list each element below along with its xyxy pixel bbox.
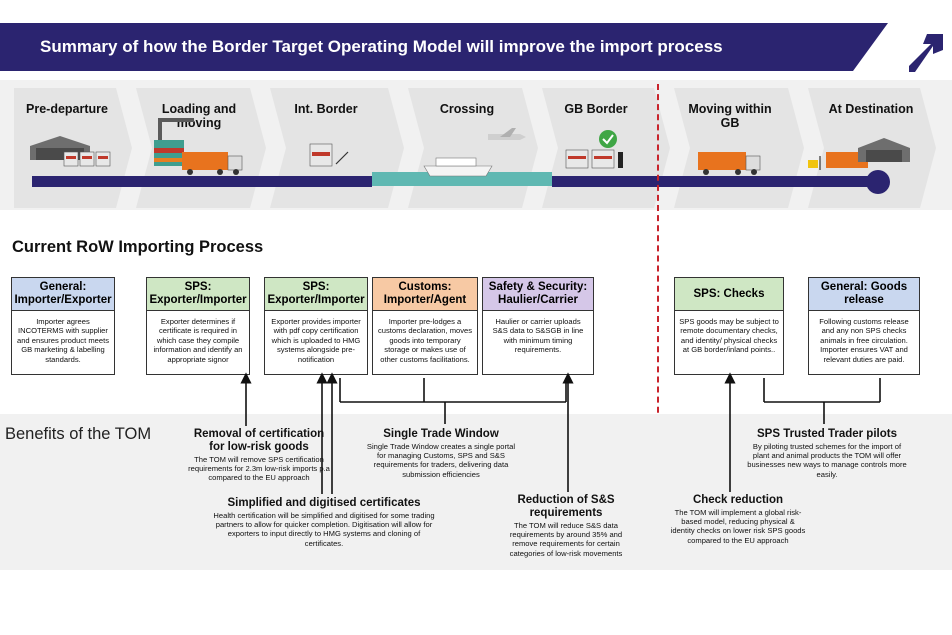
process-box-header: SPS: Exporter/Importer xyxy=(147,278,249,311)
process-box-header: Safety & Security: Haulier/Carrier xyxy=(483,278,593,311)
process-box-text: Exporter provides importer with pdf copy… xyxy=(271,317,361,364)
process-box-goods-release: General: Goods release Following customs… xyxy=(808,277,920,375)
process-box-header: SPS: Exporter/Importer xyxy=(265,278,367,311)
stage-label-gb-border: GB Border xyxy=(564,102,628,116)
stage-chevron-gb-border xyxy=(542,88,670,208)
process-box-header: General: Importer/Exporter xyxy=(12,278,114,311)
process-box-sps-checks: SPS: Checks SPS goods may be subject to … xyxy=(674,277,784,375)
road-segment-gb xyxy=(552,176,878,187)
container-lorry-destination-icon xyxy=(826,152,868,168)
container-lorry-gb-icon xyxy=(698,152,761,175)
container-lorry-loading-icon xyxy=(182,152,243,175)
benefit-title: SPS Trusted Trader pilots xyxy=(757,428,897,440)
process-box-text: Importer pre-lodges a customs declaratio… xyxy=(377,317,473,364)
stage-label-moving-within-gb: Moving within GB xyxy=(688,102,772,130)
benefit-title: Reduction of S&S requirements xyxy=(517,494,615,519)
benefit-trusted-trader: SPS Trusted Trader pilots By piloting tr… xyxy=(746,428,908,479)
journey-illustrations xyxy=(30,118,910,177)
benefit-reduction-ss: Reduction of S&S requirements The TOM wi… xyxy=(504,494,628,558)
process-box-header: SPS: Checks xyxy=(675,278,783,311)
benefit-simplified-certificates: Simplified and digitised certificates He… xyxy=(208,497,440,548)
page-title: Summary of how the Border Target Operati… xyxy=(40,37,723,56)
process-box-customs: Customs: Importer/Agent Importer pre-lod… xyxy=(372,277,478,375)
process-box-text: SPS goods may be subject to remote docum… xyxy=(679,317,779,355)
benefit-removal-certification: Removal of certification for low-risk go… xyxy=(186,428,332,483)
process-box-sps-exporter-2: SPS: Exporter/Importer Exporter provides… xyxy=(264,277,368,375)
benefit-title: Removal of certification for low-risk go… xyxy=(193,428,325,453)
stage-chevron-crossing xyxy=(408,88,538,208)
stage-label-int-border: Int. Border xyxy=(294,102,358,116)
benefit-text: The TOM will remove SPS certification re… xyxy=(188,455,330,483)
benefit-text: By piloting trusted schemes for the impo… xyxy=(747,442,907,479)
benefit-title: Check reduction xyxy=(692,494,784,506)
stage-chevron-int-border xyxy=(270,88,404,208)
benefit-single-trade-window: Single Trade Window Single Trade Window … xyxy=(366,428,516,479)
process-box-text: Haulier or carrier uploads S&S data to S… xyxy=(492,317,584,355)
port-crane-icon xyxy=(154,118,194,166)
process-box-header: General: Goods release xyxy=(809,278,919,311)
process-box-safety-security: Safety & Security: Haulier/Carrier Hauli… xyxy=(482,277,594,375)
process-box-text: Importer agrees INCOTERMS with supplier … xyxy=(16,317,110,364)
aeroplane-icon xyxy=(488,128,526,140)
check-mark-icon xyxy=(599,130,617,148)
process-box-sps-exporter-1: SPS: Exporter/Importer Exporter determin… xyxy=(146,277,250,375)
border-divider-line xyxy=(657,84,659,564)
arrow-logo-icon xyxy=(909,34,943,72)
benefit-check-reduction: Check reduction The TOM will implement a… xyxy=(670,494,806,545)
process-box-text: Following customs release and any non SP… xyxy=(819,317,909,364)
benefit-title: Simplified and digitised certificates xyxy=(227,497,421,509)
header-banner xyxy=(0,23,888,71)
lorry-int-border-icon xyxy=(309,143,349,167)
lorries-origin-icon xyxy=(63,151,111,167)
lorries-gb-border-icon xyxy=(565,149,623,169)
benefit-text: The TOM will implement a global risk-bas… xyxy=(670,508,806,545)
stage-chevron-moving-within-gb xyxy=(674,88,804,208)
warehouse-destination-icon xyxy=(858,138,910,162)
current-process-title: Current RoW Importing Process xyxy=(12,238,264,256)
process-box-general-importer: General: Importer/Exporter Importer agre… xyxy=(11,277,115,375)
stage-label-crossing: Crossing xyxy=(439,102,495,116)
benefit-title: Single Trade Window xyxy=(383,428,499,440)
stage-label-destination: At Destination xyxy=(828,102,914,116)
benefits-band xyxy=(0,414,952,570)
stage-label-pre-departure: Pre-departure xyxy=(26,102,108,116)
ferry-icon xyxy=(423,157,493,177)
destination-endpoint xyxy=(866,170,890,194)
benefit-text: The TOM will reduce S&S data requirement… xyxy=(509,521,623,558)
benefits-title: Benefits of the TOM xyxy=(5,425,152,443)
road-segment-origin xyxy=(32,176,372,187)
forklift-icon xyxy=(808,156,821,170)
benefit-text: Single Trade Window creates a single por… xyxy=(366,442,516,479)
benefit-text: Health certification will be simplified … xyxy=(213,511,435,548)
sea-crossing xyxy=(372,172,552,186)
process-box-text: Exporter determines if certificate is re… xyxy=(153,317,243,364)
process-box-header: Customs: Importer/Agent xyxy=(373,278,477,311)
